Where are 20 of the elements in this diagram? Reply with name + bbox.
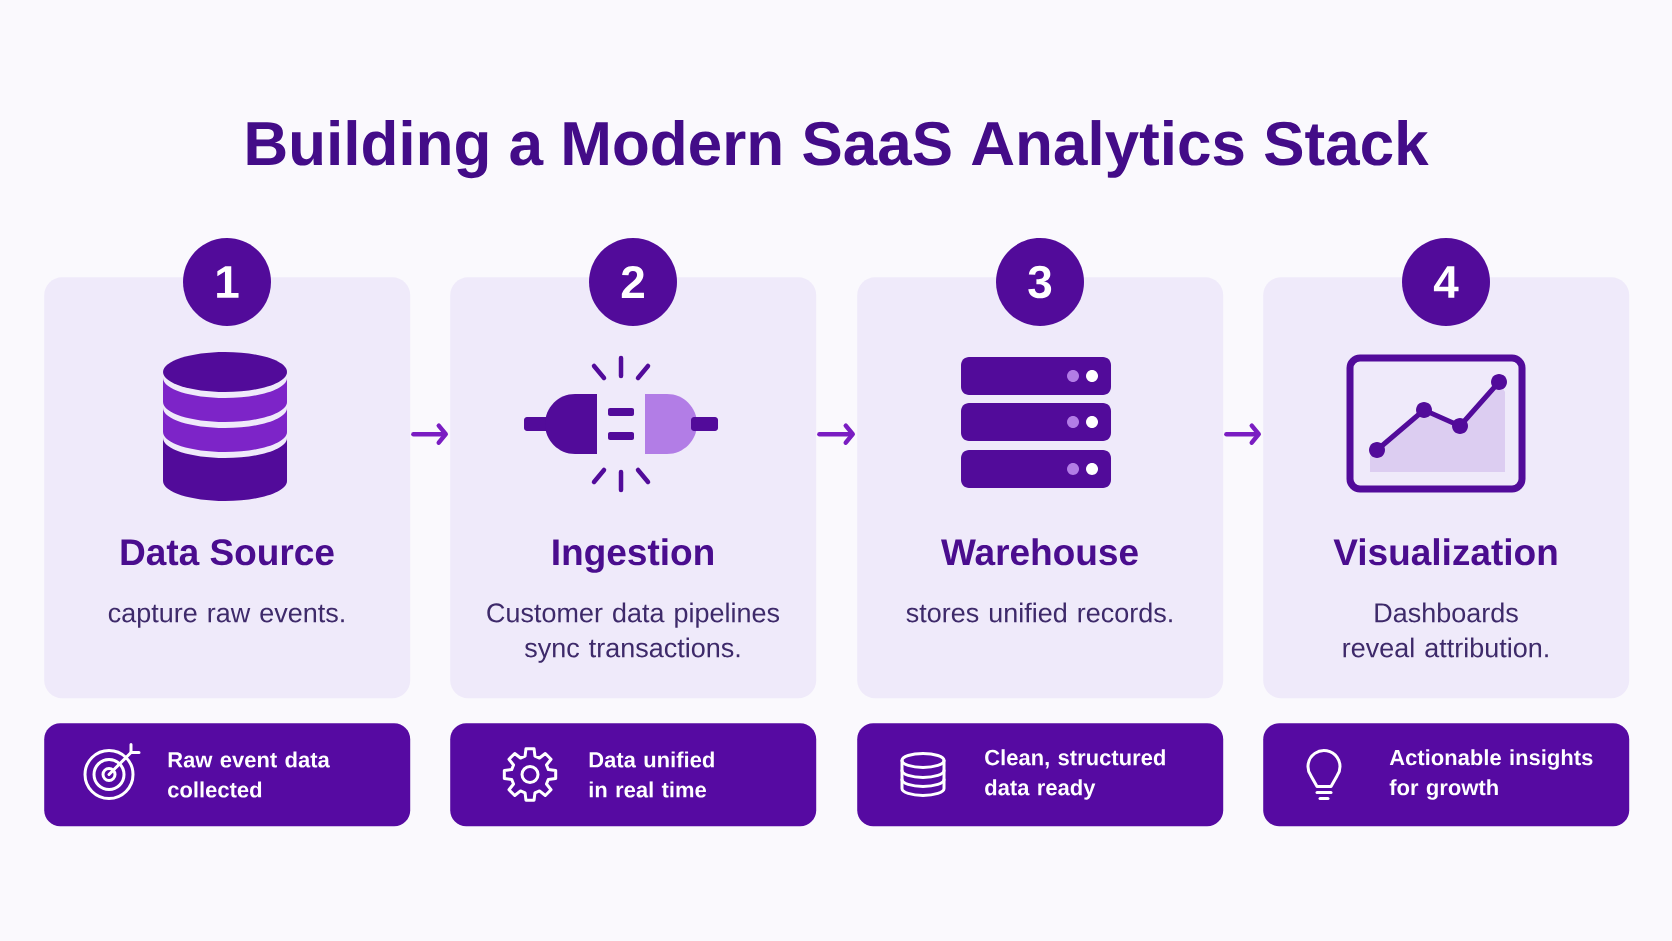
arrow: [817, 423, 855, 445]
card-heading: Visualization: [1333, 538, 1557, 566]
summary-bar: Actionable insights for growth: [1263, 723, 1630, 827]
card-text: Customer data pipelines sync transactions.: [487, 602, 780, 663]
card-text: stores unified records.: [906, 602, 1172, 623]
card-text: Dashboards reveal attribution.: [1343, 602, 1548, 658]
step-number: 4: [1402, 238, 1490, 326]
summary-bar: Data unified in real time: [450, 723, 817, 827]
step-number: 2: [589, 238, 677, 326]
card-heading: Ingestion: [553, 538, 713, 573]
arrow: [1224, 423, 1261, 445]
title: Building a Modern SaaS Analytics Stack: [247, 120, 1429, 179]
summary-bar: Raw event data collected: [44, 723, 411, 827]
card-text: capture raw events.: [108, 604, 344, 628]
arrow: [411, 423, 448, 445]
card-heading: Data Source: [121, 539, 334, 566]
step-number: 3: [996, 238, 1084, 326]
card-heading: Warehouse: [941, 538, 1138, 566]
step-number: 1: [183, 238, 271, 326]
summary-bar: Clean, structured data ready: [857, 723, 1224, 827]
